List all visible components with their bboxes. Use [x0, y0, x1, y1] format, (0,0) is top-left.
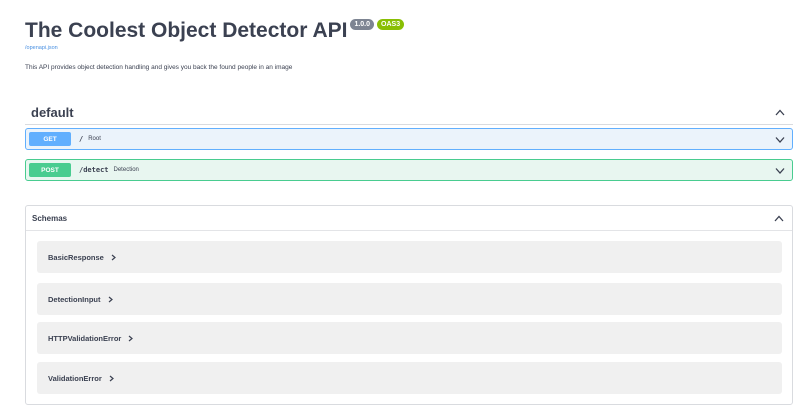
version-badge: 1.0.0: [350, 19, 375, 30]
schemas-header[interactable]: Schemas: [26, 206, 792, 231]
operation-path: /detect: [79, 166, 109, 174]
schema-model-validationerror[interactable]: ValidationError: [37, 362, 782, 394]
operation-path: /: [79, 135, 84, 143]
model-name: DetectionInput: [48, 294, 101, 304]
model-name: HTTPValidationError: [48, 333, 122, 343]
chevron-right-icon[interactable]: [108, 296, 113, 303]
schemas-title: Schemas: [32, 213, 68, 223]
chevron-down-icon[interactable]: [773, 163, 787, 177]
api-description: This API provides object detection handl…: [25, 64, 293, 71]
model-name: ValidationError: [48, 373, 102, 383]
tag-name: default: [31, 104, 74, 120]
schema-model-basicresponse[interactable]: BasicResponse: [37, 241, 782, 273]
schemas-section: Schemas BasicResponse DetectionInput HTT…: [25, 205, 793, 405]
page-title: The Coolest Object Detector API: [25, 19, 348, 42]
operation-summary: Root: [88, 136, 101, 142]
title-row: The Coolest Object Detector API 1.0.0 OA…: [25, 17, 795, 45]
tag-header[interactable]: default: [25, 100, 793, 125]
operation-get-root[interactable]: GET / Root: [25, 128, 793, 150]
chevron-down-icon[interactable]: [773, 132, 787, 146]
operation-post-detect[interactable]: POST /detect Detection: [25, 159, 793, 181]
schema-model-httpvalidationerror[interactable]: HTTPValidationError: [37, 322, 782, 354]
chevron-up-icon[interactable]: [772, 211, 786, 225]
openapi-json-link[interactable]: /openapi.json: [25, 45, 58, 51]
tag-section-default: default: [25, 100, 793, 125]
schema-model-detectioninput[interactable]: DetectionInput: [37, 283, 782, 315]
chevron-right-icon[interactable]: [109, 375, 114, 382]
chevron-right-icon[interactable]: [128, 335, 134, 342]
oas-badge: OAS3: [377, 19, 405, 30]
chevron-right-icon[interactable]: [111, 254, 116, 261]
chevron-up-icon[interactable]: [773, 105, 787, 119]
operation-summary: Detection: [113, 167, 139, 173]
method-badge-post: POST: [29, 163, 71, 177]
api-info: The Coolest Object Detector API 1.0.0 OA…: [25, 17, 795, 71]
model-name: BasicResponse: [48, 252, 104, 262]
method-badge-get: GET: [29, 132, 71, 146]
